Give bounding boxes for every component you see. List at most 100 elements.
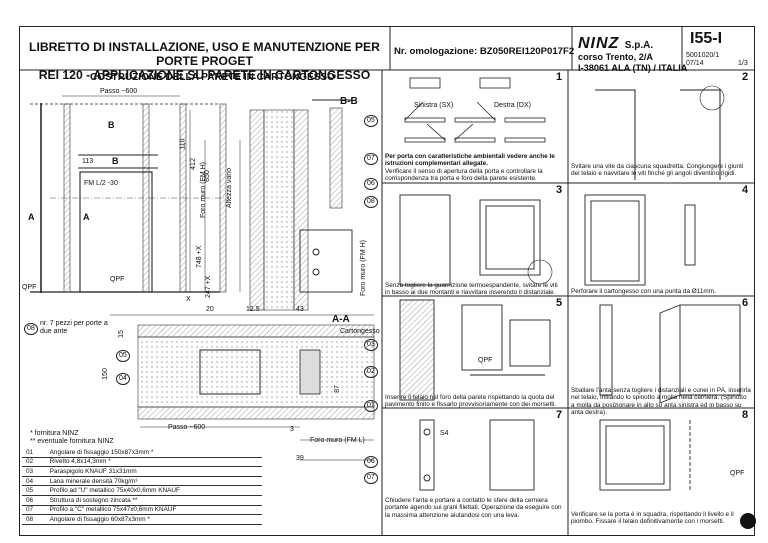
approval-number: Nr. omologazione: BZ050REI120P017F2	[394, 46, 575, 57]
label-20: 20	[206, 306, 214, 313]
step-1-caption-text: Verificare il senso di apertura della po…	[385, 167, 543, 182]
label-foro-muro-h: Foro muro (FM H)	[200, 162, 207, 218]
label-b-1: B	[108, 120, 115, 130]
label-section-aa: A-A	[332, 314, 350, 325]
footnote-2: ** eventuale fornitura NINZ	[30, 438, 114, 445]
step-8-caption: Verificare se la porta è in squadra, ris…	[571, 511, 734, 526]
label-qpf-3: QPF	[478, 357, 493, 364]
legend-number: 07	[22, 505, 46, 516]
label-247: 247 +X	[205, 275, 212, 298]
document-page: 1/3	[738, 60, 748, 67]
label-113: 113	[82, 158, 94, 165]
label-qpf-2: QPF	[110, 276, 125, 283]
marker-06-bb: 06	[364, 178, 378, 190]
label-b-2: B	[112, 156, 119, 166]
legend-description: Profilo ad "U" metallico 75x40x0,6mm KNA…	[45, 485, 262, 496]
legend-description: Angolare di fissaggio 150x87x3mm *	[45, 448, 262, 458]
legend-number: 03	[22, 466, 46, 477]
legend-description: Angolare di fissaggio 60x87x3mm *	[45, 514, 262, 525]
document-title: LIBRETTO DI INSTALLAZIONE, USO E MANUTEN…	[22, 40, 387, 82]
marker-07-bb: 07	[364, 153, 378, 165]
label-a-2: A	[83, 212, 90, 222]
step-1-caption: Per porta con caratteristiche ambientali…	[385, 153, 563, 182]
step-7-s4-label: S4	[440, 430, 449, 437]
marker-05-bb: 05	[364, 115, 378, 127]
company-address: corso Trento, 2/A I-38061 ALA (TN) / ITA…	[578, 52, 687, 74]
label-foro-muro-h-2: Foro muro (FM H)	[360, 240, 367, 296]
document-code: I55-I	[690, 30, 723, 47]
marker-05-aa: 05	[116, 350, 130, 362]
step-8-qpf-label: QPF	[730, 470, 745, 477]
address-line-1: corso Trento, 2/A	[578, 52, 654, 62]
label-passo-top: Passo ~600	[100, 88, 138, 95]
step-7-number: 7	[556, 409, 563, 421]
marker-04: 04	[116, 373, 130, 385]
title-line-1: LIBRETTO DI INSTALLAZIONE, USO E MANUTEN…	[29, 40, 380, 68]
note-08: nr. 7 pezzi per porte a due ante	[40, 320, 108, 335]
marker-08: 08	[24, 323, 38, 335]
legend-number: 06	[22, 495, 46, 506]
page-frame	[19, 26, 755, 536]
address-line-2: I-38061 ALA (TN) / ITALIA	[578, 63, 688, 73]
label-412: 412	[189, 158, 197, 170]
legend-description: Profilo a "C" metallico 75x47x0,6mm KNAU…	[45, 505, 262, 516]
section-title: COSTRUZIONE DELLA PARETE IN CARTONGESSO	[90, 72, 335, 83]
legend-description: Paraspigolo KNAUF 31x31mm	[45, 466, 262, 477]
marker-02: 02	[364, 366, 378, 378]
step-5-number: 5	[556, 297, 563, 309]
label-qpf-1: QPF	[22, 284, 37, 291]
step-8-number: 8	[742, 409, 749, 421]
marker-07: 07	[364, 472, 378, 484]
title-line-2: REI 120 - APPLICAZIONE SU PARETE IN CART…	[38, 68, 371, 82]
step-1-left-label: Sinistra (SX)	[414, 102, 454, 109]
legend-number: 05	[22, 485, 46, 496]
label-748: 748 +X	[196, 245, 203, 268]
legend-number: 02	[22, 457, 46, 468]
label-39: 39	[296, 455, 304, 462]
label-cartongesso: Cartongesso	[340, 328, 380, 335]
company-logo: NINZ S.p.A.	[578, 35, 653, 53]
footnote-1: * fornitura NINZ	[30, 430, 79, 437]
label-altezza-vano: Altezza vano	[226, 167, 233, 208]
legend-description: Rivetto 4,8x14,3mm *	[45, 457, 262, 468]
label-fml: FM L/2 -30	[84, 180, 118, 187]
legend-description: Lana minerale densità 70kg/m³	[45, 476, 262, 487]
marker-01: 01	[364, 400, 378, 412]
logo-text: NINZ	[578, 35, 620, 52]
label-12-5: 12.5	[246, 306, 260, 313]
step-3-number: 3	[556, 184, 563, 196]
step-4-caption: Perforare il cartongesso con una punta d…	[571, 288, 716, 295]
step-2-caption: Svitare una vite da ciascuna squadretta.…	[571, 163, 744, 178]
legend-number: 01	[22, 448, 46, 458]
label-x: X	[186, 296, 191, 303]
step-7-caption: Chiudere l'anta e portare a contatto le …	[385, 497, 562, 519]
label-110: 110	[179, 138, 187, 150]
label-15: 15	[117, 330, 125, 338]
label-foro-muro-l: Foro muro (FM L)	[310, 437, 365, 444]
step-5-caption: Inserire il telaio nel foro della parete…	[385, 394, 557, 409]
step-3-caption: Senza togliere la guarnizione termoespan…	[385, 282, 558, 297]
step-1-number: 1	[556, 71, 563, 83]
label-43: 43	[296, 306, 304, 313]
label-passo-bottom: Passo ~600	[168, 424, 206, 431]
label-150: 150	[101, 368, 109, 380]
legend-number: 08	[22, 514, 46, 525]
document-date: 07/14	[686, 60, 704, 67]
legend-number: 04	[22, 476, 46, 487]
label-section-bb: B-B	[340, 96, 358, 107]
step-6-number: 6	[742, 297, 749, 309]
legend-description: Struttura di sostegno zincata **	[45, 495, 262, 506]
step-2-number: 2	[742, 71, 749, 83]
marker-08-bb: 08	[364, 196, 378, 208]
label-a-1: A	[28, 212, 35, 222]
